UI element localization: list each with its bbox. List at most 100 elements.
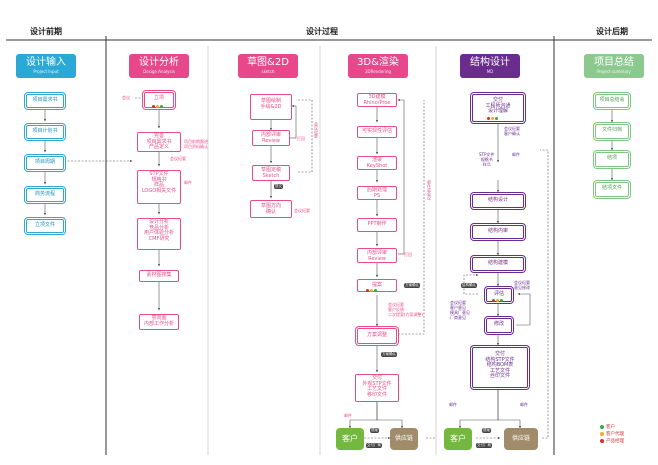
header-title: 设计输入	[26, 57, 66, 68]
structure-note-email-3: 邮件	[520, 402, 528, 407]
header-3d-rendering: 3D&渲染 3DRendering	[348, 54, 408, 78]
render-box-ppt: PPT制作	[357, 218, 397, 232]
structure-box-evaluate: 评估	[486, 288, 512, 302]
analysis-note-followup: 项目前期跟进项目资料确认	[184, 139, 208, 149]
header-title: 草图&2D	[247, 57, 289, 68]
structure-box-handoff: 交付工程师沟通设计理解	[472, 94, 524, 122]
header-title: 设计分析	[139, 57, 179, 68]
role-dots	[487, 117, 499, 120]
render-tag-confirm-2: 方案确认	[381, 352, 397, 357]
structure-box-modeling: 结构建模	[472, 257, 524, 271]
structure-tag-supplier: 交付厂商	[476, 443, 492, 448]
structure-box-internal-review: 结构内审	[472, 225, 524, 239]
structure-note-minutes: 会议纪要客户确认	[504, 126, 520, 136]
summary-box-meeting: 项目总结会	[595, 94, 629, 108]
phase-post-label: 设计后期	[596, 27, 628, 36]
structure-terminal-customer: 客户	[444, 428, 472, 450]
render-tag-proposal: 提案	[370, 428, 379, 433]
header-subtitle: Design Analysis	[143, 69, 175, 74]
render-box-deliver: 交付外观STP文件工艺文件移印文件	[355, 374, 399, 402]
render-box-proposal: 提案	[357, 279, 397, 292]
analysis-box-refine: 完善项目需求书产品定义	[137, 132, 181, 152]
phase-process-label: 设计过程	[306, 27, 338, 36]
legend-item-agent: 客户代理	[600, 431, 624, 438]
sketch-tag-submit: 提交	[274, 184, 283, 189]
render-box-feasibility: 可实现性评估	[357, 126, 397, 138]
render-tag-supplier: 交付厂商	[366, 443, 382, 448]
analysis-box-kickoff: 立项	[144, 92, 174, 108]
structure-note-email: 邮件	[512, 152, 520, 157]
header-project-summary: 项目总结 Project summary	[584, 54, 644, 78]
analysis-connectors	[134, 97, 161, 311]
header-structure-design: 结构设计 MD	[460, 54, 520, 78]
structure-note-email-2: 邮件	[449, 402, 457, 407]
header-title: 项目总结	[594, 57, 634, 68]
sketch-note-reject: 打回	[297, 136, 305, 141]
structure-terminal-supplier: 供应链	[504, 428, 538, 450]
analysis-box-moodboard: 素材图搜集	[139, 270, 179, 282]
sketch-box-direction: 草图方向确认	[250, 200, 292, 218]
header-subtitle: MD	[486, 69, 494, 74]
structure-stp-text: STP文件规格书样品	[479, 152, 495, 167]
legend-item-pm: 产品经理	[600, 438, 624, 445]
render-tag-confirm: 方案确认	[404, 283, 420, 288]
header-subtitle: sketch	[261, 69, 275, 74]
structure-box-design: 结构设计	[472, 194, 524, 208]
render-note-reject: 打回	[404, 252, 412, 257]
summary-box-close: 结项	[595, 152, 629, 167]
analysis-note-email: 邮件	[184, 180, 192, 185]
structure-box-spacer	[472, 166, 524, 180]
render-side-note: 邮件或会议	[427, 180, 432, 200]
legend-item-customer: 客户	[600, 424, 624, 431]
analysis-note-meeting: 会议	[122, 95, 130, 100]
summary-box-close-files: 结项文件	[595, 182, 629, 197]
sketch-side-note: 会议纪要	[314, 122, 319, 138]
summary-box-archive: 文件归档	[595, 124, 629, 139]
structure-box-deliver: 交付结构STP文件结构BOM表工艺文件丝印文件	[472, 347, 528, 388]
header-subtitle: Project summary	[597, 69, 631, 74]
input-box-plan: 项目计划书	[26, 125, 64, 139]
input-box-approval: 立项文件	[26, 219, 64, 233]
input-box-business: 商务流程	[26, 188, 64, 202]
header-title: 结构设计	[470, 57, 510, 68]
phase-pre-label: 设计前期	[30, 27, 62, 36]
structure-tag-confirm: 结构确认	[461, 283, 477, 288]
legend: 客户 客户代理 产品经理	[600, 424, 624, 445]
header-design-input: 设计输入 Project Input	[16, 54, 76, 78]
structure-box-modify: 修改	[486, 318, 512, 333]
structure-connectors	[426, 122, 549, 440]
header-design-analysis: 设计分析 Design Analysis	[129, 54, 189, 78]
header-subtitle: 3DRendering	[364, 69, 392, 74]
render-note-feedback: 会议纪要客户反馈二次提案(方案调整)	[388, 302, 424, 317]
render-connectors	[348, 98, 425, 440]
role-dots	[492, 299, 504, 302]
sketch-note-minutes: 会议纪要	[294, 208, 310, 213]
input-box-cycle: 项目周期	[26, 156, 64, 170]
analysis-box-intent: 意向图内部工作分析	[139, 314, 179, 330]
structure-note-opinions: 会议纪要客户意见模具厂意见厂商意见	[450, 300, 470, 320]
render-note-email: 邮件	[344, 413, 352, 418]
role-dots	[366, 289, 378, 292]
header-subtitle: Project Input	[33, 69, 59, 74]
header-title: 3D&渲染	[357, 57, 399, 68]
render-terminal-supplier: 供应链	[390, 428, 418, 450]
analysis-note-minutes: 会议纪要	[170, 156, 186, 161]
input-connectors	[43, 108, 133, 216]
header-sketch: 草图&2D sketch	[238, 54, 298, 78]
structure-note-revise: 会议纪要意见修改	[514, 280, 530, 290]
render-box-adjust: 方案调整	[357, 328, 397, 344]
sketch-connectors	[269, 99, 313, 199]
input-box-requirements: 项目需求书	[26, 94, 64, 108]
render-terminal-customer: 客户	[336, 428, 364, 450]
role-dots	[152, 105, 164, 108]
